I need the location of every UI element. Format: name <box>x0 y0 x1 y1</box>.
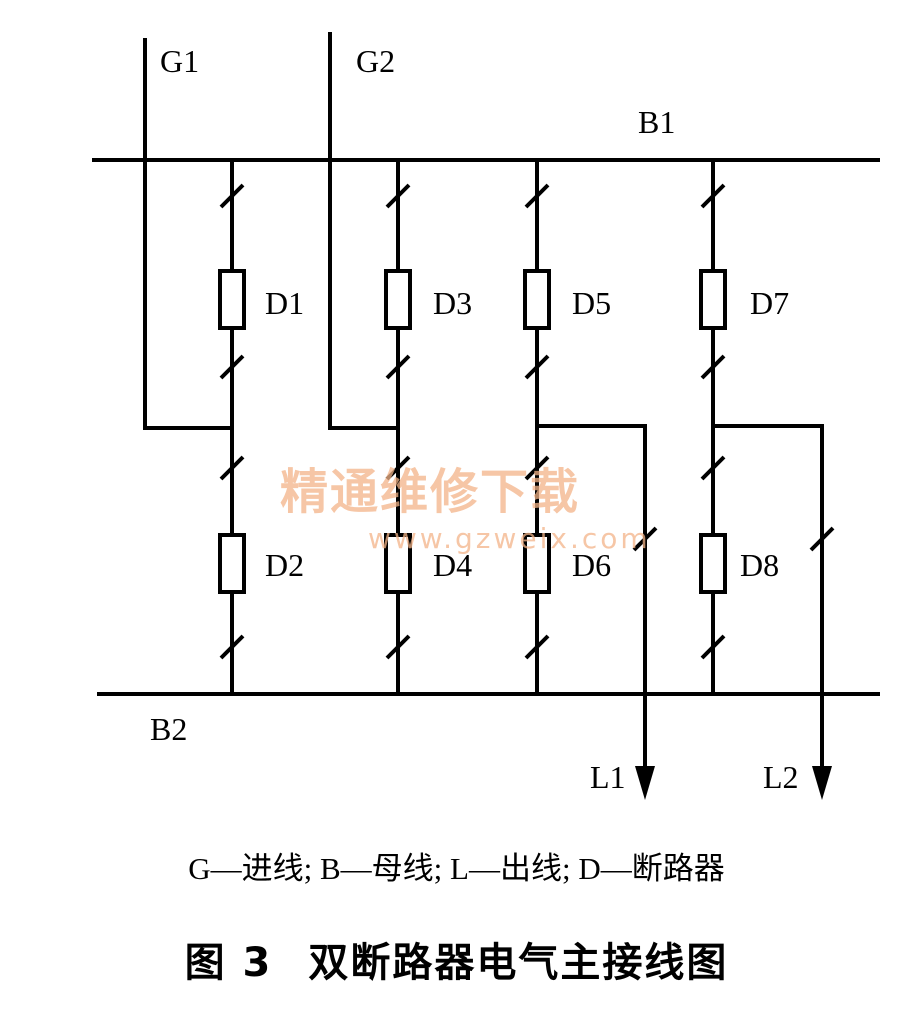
label-g2: G2 <box>356 43 395 79</box>
breaker-d5 <box>523 269 551 330</box>
label-d6: D6 <box>572 547 611 583</box>
breaker-d7 <box>699 269 727 330</box>
breaker-d6 <box>523 533 551 594</box>
disconnector-ticks <box>219 183 835 660</box>
figure-number: 图 3 <box>184 940 273 986</box>
incoming-line-g1 <box>143 38 232 430</box>
figure-caption: 图 3 双断路器电气主接线图 <box>0 930 913 988</box>
label-b2: B2 <box>150 711 187 747</box>
label-d8: D8 <box>740 547 779 583</box>
label-g1: G1 <box>160 43 199 79</box>
breaker-d4 <box>384 533 412 594</box>
label-d7: D7 <box>750 285 789 321</box>
breaker-d1 <box>218 269 246 330</box>
breaker-d2 <box>218 533 246 594</box>
outgoing-line-l1 <box>537 424 647 768</box>
breaker-d8 <box>699 533 727 594</box>
label-l2: L2 <box>763 759 799 795</box>
outgoing-arrow-l1 <box>635 766 655 800</box>
outgoing-line-l2 <box>713 424 824 768</box>
incoming-line-g2 <box>328 32 398 430</box>
label-d1: D1 <box>265 285 304 321</box>
label-d2: D2 <box>265 547 304 583</box>
label-b1: B1 <box>638 104 675 140</box>
outgoing-arrow-l2 <box>812 766 832 800</box>
label-d4: D4 <box>433 547 472 583</box>
label-l1: L1 <box>590 759 626 795</box>
label-d3: D3 <box>433 285 472 321</box>
breaker-d3 <box>384 269 412 330</box>
watermark-url: www.gzweix.com <box>368 522 651 555</box>
label-d5: D5 <box>572 285 611 321</box>
watermark-main: 精通维修下载 <box>280 464 580 520</box>
figure-title: 双断路器电气主接线图 <box>308 940 729 986</box>
diagram-legend: G—进线; B—母线; L—出线; D—断路器 <box>188 851 725 886</box>
